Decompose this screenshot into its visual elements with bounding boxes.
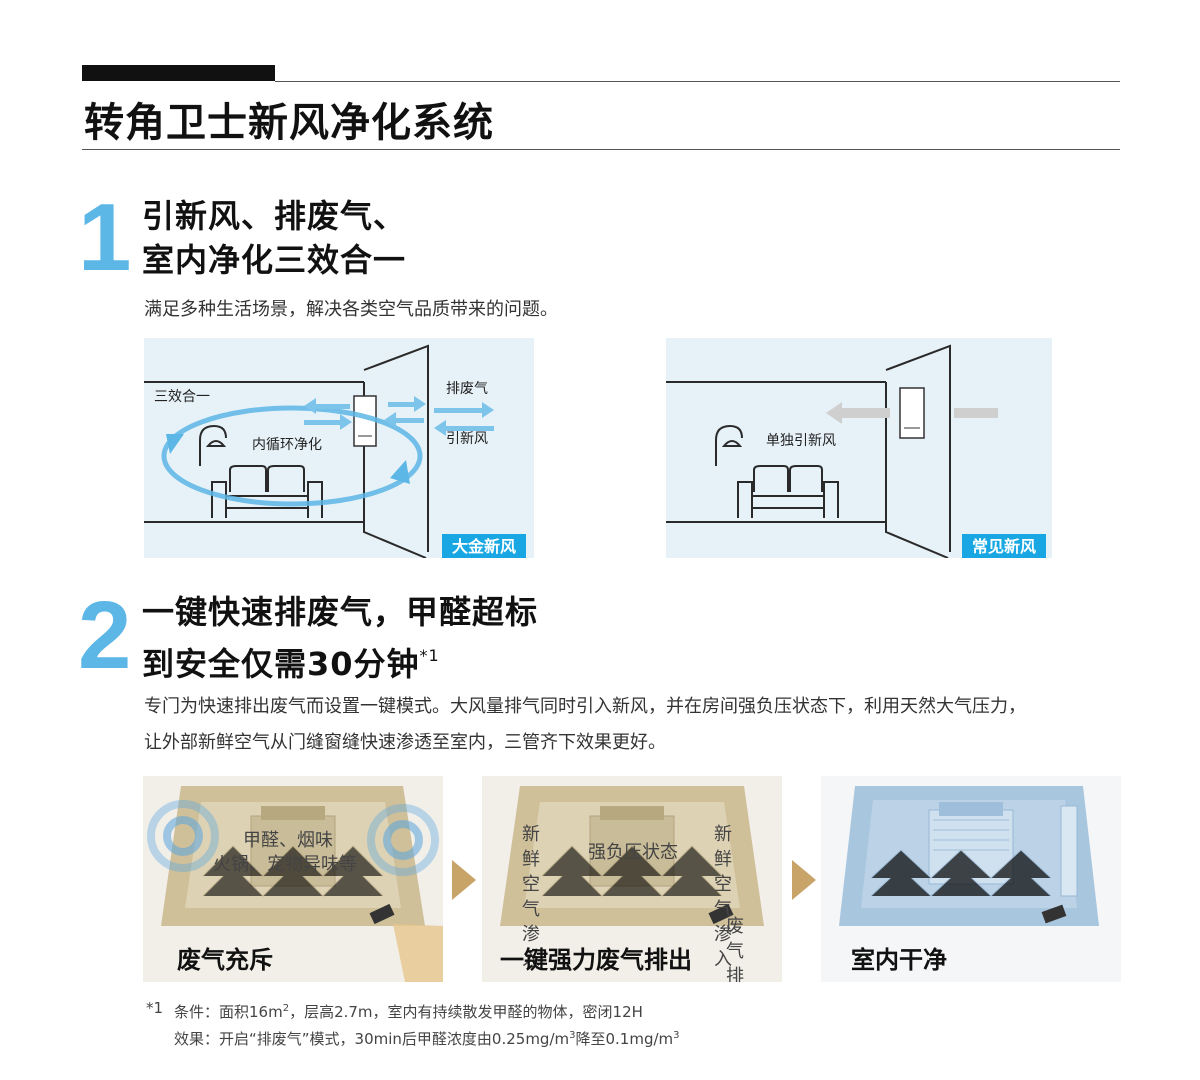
- card1-caption: 废气充斥: [177, 946, 273, 974]
- label-three-in-one: 三效合一: [154, 389, 210, 405]
- section-2-heading-text: 到安全仅需30分钟: [142, 645, 420, 683]
- superscript: 2: [282, 1003, 290, 1014]
- footnote-effect: 效果：开启“排废气”模式，30min后甲醛浓度由0.25mg/m3降至0.1mg…: [174, 1022, 680, 1053]
- section-2-heading-line2: 到安全仅需30分钟*1: [142, 634, 440, 686]
- card2-overlay-left: 新鲜空气渗入: [522, 824, 540, 970]
- label-intake: 引新风: [446, 431, 488, 447]
- title-accent-bar: [82, 65, 275, 81]
- label-single-intake: 单独引新风: [766, 433, 836, 449]
- common-badge: 常见新风: [962, 534, 1047, 558]
- label-exhaust: 排废气: [446, 381, 488, 397]
- card-one-key-exhaust: 新鲜空气渗入 强负压状态 新鲜空气渗入 废气排出 一键强力废气排出: [482, 776, 782, 982]
- label-inner-circulation: 内循环净化: [252, 437, 322, 453]
- common-diagram-illustration: [666, 344, 998, 558]
- section-2-number: 2: [78, 582, 132, 689]
- footnote-condition: 条件：面积16m2，层高2.7m，室内有持续散发甲醛的物体，密闭12H: [174, 995, 643, 1026]
- common-fresh-air-diagram: 单独引新风 常见新风: [666, 338, 1052, 558]
- superscript: 3: [569, 1030, 576, 1041]
- card2-overlay-center: 强负压状态: [588, 842, 678, 863]
- footnote-ref-marker: *1: [419, 646, 440, 665]
- page-title: 转角卫士新风净化系统: [84, 100, 494, 146]
- footnote-marker: *1: [146, 999, 164, 1017]
- daikin-diagram-illustration: [144, 344, 494, 558]
- card-clean-room: 室内干净: [821, 776, 1121, 982]
- room-exhaust-filled-illustration: [143, 776, 443, 982]
- section-1-description: 满足多种生活场景，解决各类空气品质带来的问题。: [144, 299, 558, 320]
- card1-overlay-line2: 火锅、宠物异味等: [213, 854, 357, 875]
- section-1-heading-line2: 室内净化三效合一: [142, 241, 407, 279]
- room-clean-illustration: [821, 776, 1121, 982]
- card2-overlay-exhaust: 废气排出: [726, 916, 744, 982]
- superscript: 3: [673, 1030, 680, 1041]
- footnote-effect-text-rest: 降至0.1mg/m: [575, 1030, 674, 1048]
- section-2-description-line2: 让外部新鲜空气从门缝窗缝快速渗透至室内，三管齐下效果更好。: [144, 732, 666, 753]
- footnote-effect-text: 效果：开启“排废气”模式，30min后甲醛浓度由0.25mg/m: [174, 1030, 570, 1048]
- card3-caption: 室内干净: [851, 946, 947, 974]
- room-negative-pressure-illustration: [482, 776, 782, 982]
- daikin-fresh-air-diagram: 三效合一 内循环净化 排废气 引新风 大金新风: [144, 338, 534, 558]
- footnote-condition-text-rest: ，层高2.7m，室内有持续散发甲醛的物体，密闭12H: [289, 1003, 643, 1021]
- card2-caption: 一键强力废气排出: [500, 946, 692, 974]
- section-1-number: 1: [78, 184, 132, 291]
- card-exhaust-filled: 甲醛、烟味 火锅、宠物异味等 废气充斥: [143, 776, 443, 982]
- title-top-rule: [275, 81, 1120, 82]
- card2-overlay-right: 新鲜空气渗入: [714, 824, 732, 970]
- section-2-description-line1: 专门为快速排出废气而设置一键模式。大风量排气同时引入新风，并在房间强负压状态下，…: [144, 696, 1026, 717]
- title-bottom-rule: [82, 149, 1120, 150]
- section-1-heading-line1: 引新风、排废气、: [142, 197, 407, 235]
- footnote-condition-text: 条件：面积16m: [174, 1003, 283, 1021]
- daikin-badge: 大金新风: [442, 534, 527, 558]
- step-arrow-icon: [792, 860, 816, 900]
- card1-overlay-line1: 甲醛、烟味: [243, 830, 333, 851]
- section-2-heading-line1: 一键快速排废气，甲醛超标: [142, 593, 539, 631]
- step-arrow-icon: [452, 860, 476, 900]
